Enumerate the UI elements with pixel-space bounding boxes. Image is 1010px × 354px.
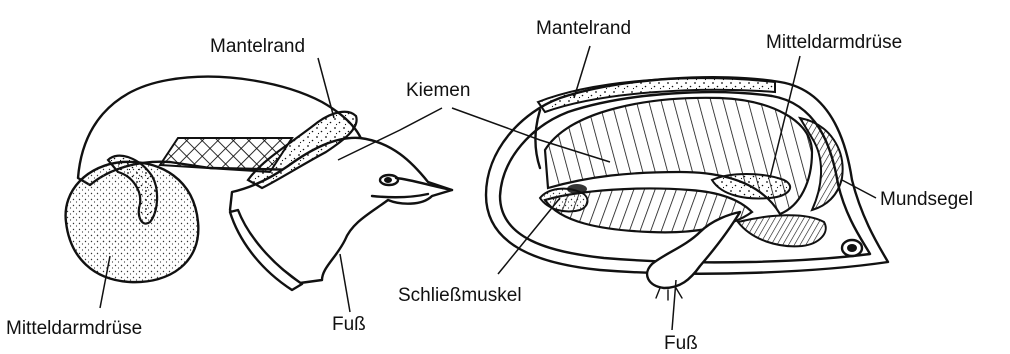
mussel-foot-tip (656, 288, 682, 300)
label-mundsegel: Mundsegel (880, 189, 973, 210)
leader-left-fuss (340, 254, 350, 312)
snail-figure (66, 77, 452, 290)
label-right-mantelrand: Mantelrand (536, 18, 631, 39)
label-left-mantelrand: Mantelrand (210, 36, 305, 57)
label-schliessmuskel: Schließmuskel (398, 285, 522, 306)
label-left-mitteldarmdruese: Mitteldarmdrüse (6, 318, 142, 339)
snail-pupil (384, 177, 392, 183)
label-left-fuss: Fuß (332, 314, 366, 335)
label-right-mitteldarmdruese: Mitteldarmdrüse (766, 32, 902, 53)
mussel-figure (486, 77, 888, 300)
label-kiemen: Kiemen (406, 80, 470, 101)
label-right-fuss: Fuß (664, 333, 698, 354)
mussel-posterior-adductor-core (847, 244, 857, 252)
mussel-muscle-scar (567, 184, 587, 194)
